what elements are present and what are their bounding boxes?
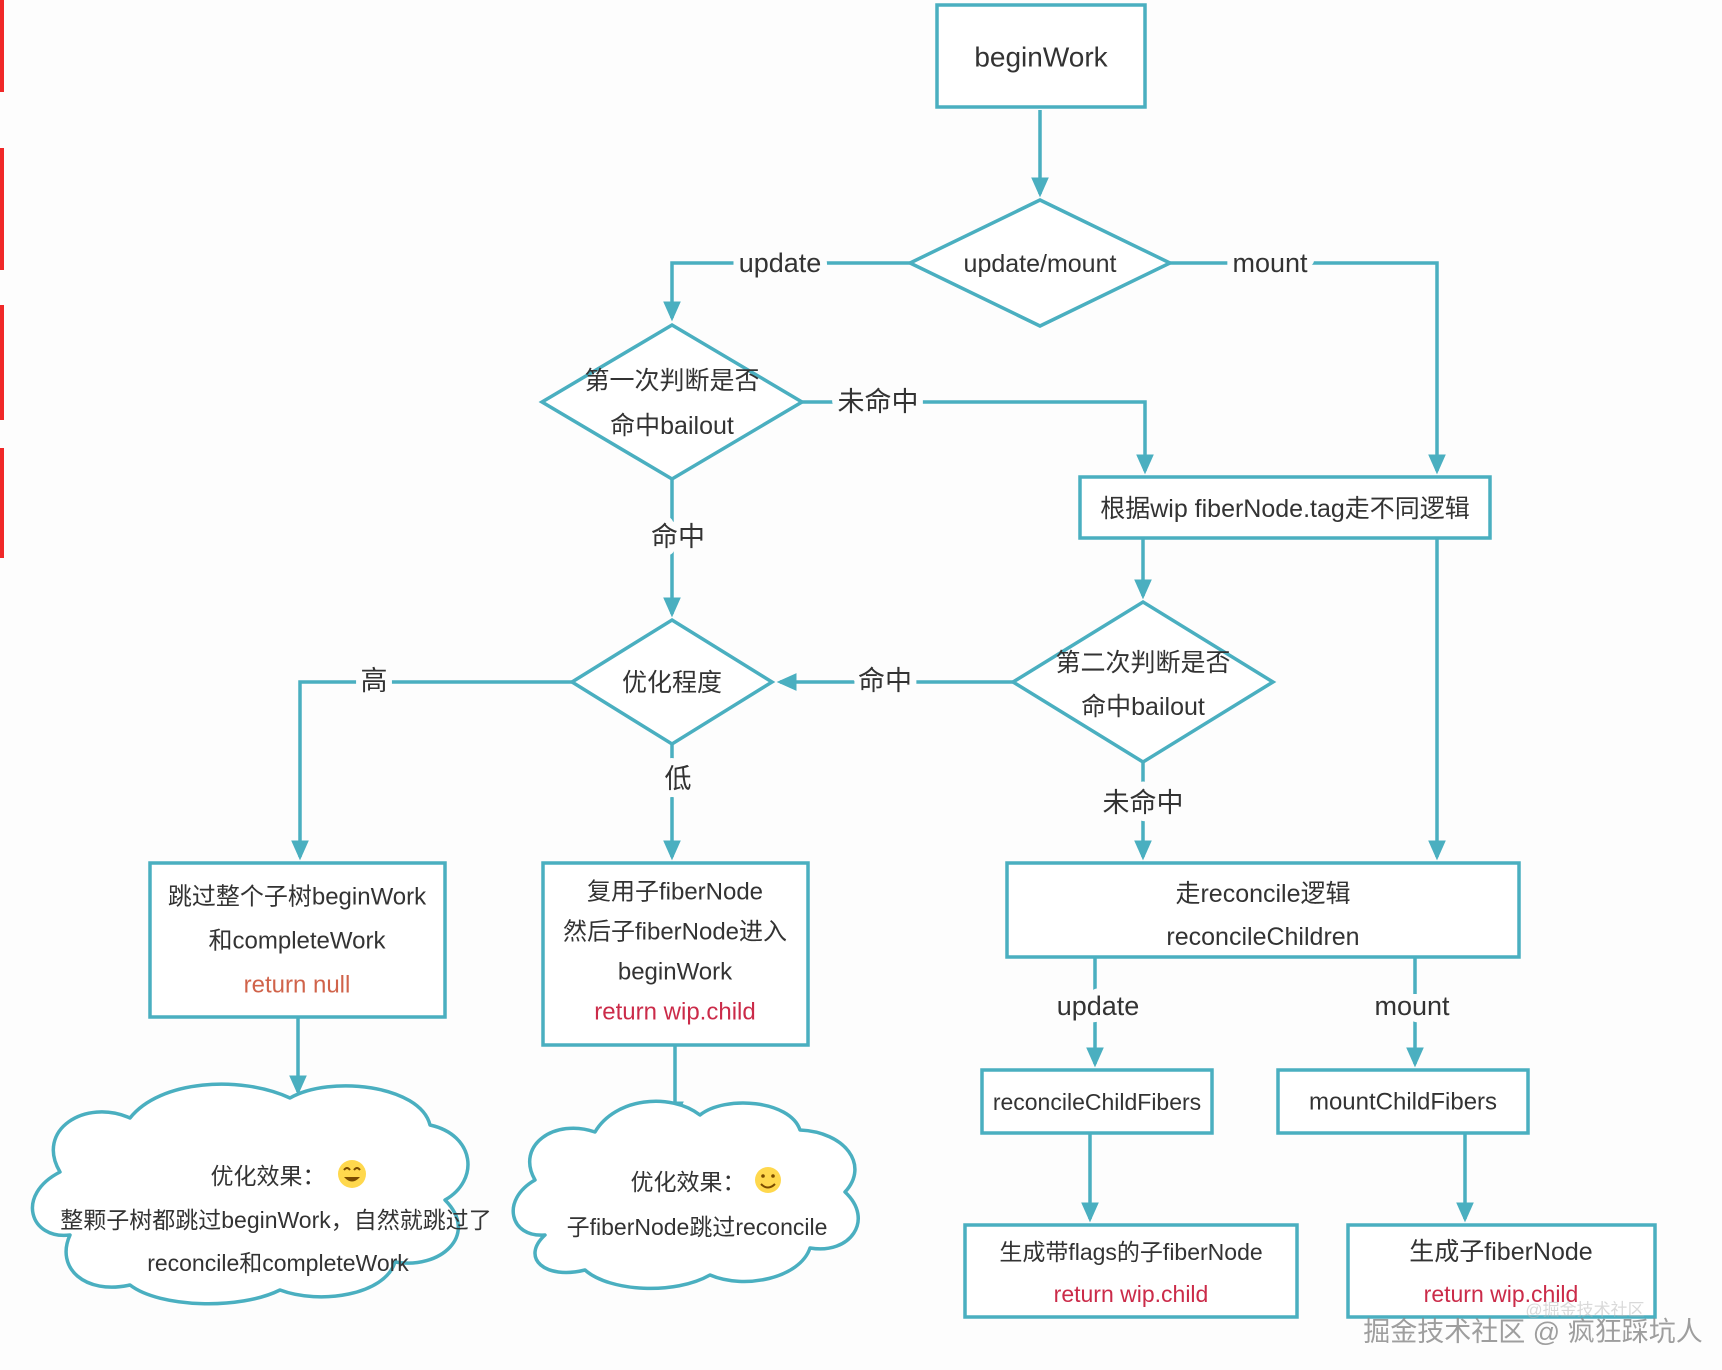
edge-labels: update mount 未命中 命中 高 命中 低 未命中 update mo… [354,241,1458,1028]
reuse-fiber-line3: beginWork [618,959,733,986]
first-bailout-line1: 第一次判断是否 [584,367,759,395]
gen-flags-fiber-return: return wip.child [1054,1281,1209,1307]
gen-flags-fiber-line1: 生成带flags的子fiberNode [999,1239,1262,1265]
reuse-fiber-line2: 然后子fiberNode进入 [563,919,787,946]
label-miss2: 未命中 [1103,788,1184,818]
cloud-left-line3: reconcile和completeWork [147,1250,409,1276]
second-bailout-line1: 第二次判断是否 [1055,649,1230,677]
node-beginwork-label: beginWork [974,42,1108,73]
skip-subtree-line2: 和completeWork [209,928,387,955]
node-gen-fiber [1346,1223,1657,1319]
node-mount-child-fibers [1276,1068,1530,1135]
edge-miss-to-tag-logic [802,400,1154,475]
smiling-face-emoji [755,1167,781,1193]
reuse-fiber-line1: 复用子fiberNode [587,879,763,906]
cloud-right-line2: 子fiberNode跳过reconcile [567,1214,828,1240]
first-bailout-line2: 命中bailout [610,412,734,440]
diamond-update-mount-label: update/mount [964,250,1117,278]
node-gen-flags-fiber [963,1223,1299,1319]
edge-high-to-skip-subtree [291,680,572,861]
label-update2: update [1057,991,1140,1021]
skip-subtree-return: return null [244,972,351,999]
diamond-optimize-level-label: 优化程度 [622,669,722,697]
node-skip-subtree [148,861,447,1019]
reconcile-child-fibers-label: reconcileChildFibers [993,1089,1201,1115]
label-high: 高 [361,666,388,696]
reuse-fiber-return: return wip.child [594,999,755,1026]
label-hit2: 命中 [858,666,912,696]
reconcile-logic-line2: reconcileChildren [1166,923,1359,951]
diamond-update-mount [905,198,1175,328]
node-reuse-fiber [541,861,810,1047]
node-beginwork [935,3,1147,109]
cloud-left-line1: 优化效果： [211,1163,326,1189]
node-reconcile-logic [1005,861,1521,959]
left-edge-red-artifact [0,0,4,558]
label-mount: mount [1232,248,1308,278]
cloud-left [30,1082,470,1306]
watermark-main: 掘金技术社区 @ 疯狂踩坑人 [1363,1317,1702,1347]
cloud-right-line1: 优化效果： [631,1169,746,1195]
skip-subtree-line1: 跳过整个子树beginWork [168,884,427,911]
label-update: update [739,248,822,278]
label-low: 低 [665,764,692,794]
node-tag-logic-label: 根据wip fiberNode.tag走不同逻辑 [1100,495,1470,523]
connectors [289,110,1474,1223]
watermark-faint: @掘金技术社区 [1525,1301,1644,1320]
grinning-face-emoji [338,1160,366,1188]
edge-update-to-first-bailout [663,261,910,322]
label-miss1: 未命中 [838,387,919,417]
diamond-first-bailout [538,322,806,482]
second-bailout-line2: 命中bailout [1081,693,1205,721]
label-mount2: mount [1374,991,1450,1021]
cloud-right [511,1099,860,1291]
edge-mount-to-tag-logic [1170,261,1446,475]
node-tag-logic [1078,475,1492,540]
reconcile-logic-line1: 走reconcile逻辑 [1175,880,1350,908]
gen-fiber-line1: 生成子fiberNode [1409,1238,1592,1266]
gen-fiber-return: return wip.child [1424,1281,1579,1307]
diamond-second-bailout [1009,599,1277,765]
label-hit1: 命中 [651,522,705,552]
cloud-left-line2: 整颗子树都跳过beginWork，自然就跳过了 [60,1207,492,1233]
diamond-optimize-level [568,617,776,747]
mount-child-fibers-label: mountChildFibers [1309,1089,1497,1116]
node-reconcile-child-fibers [980,1068,1214,1135]
